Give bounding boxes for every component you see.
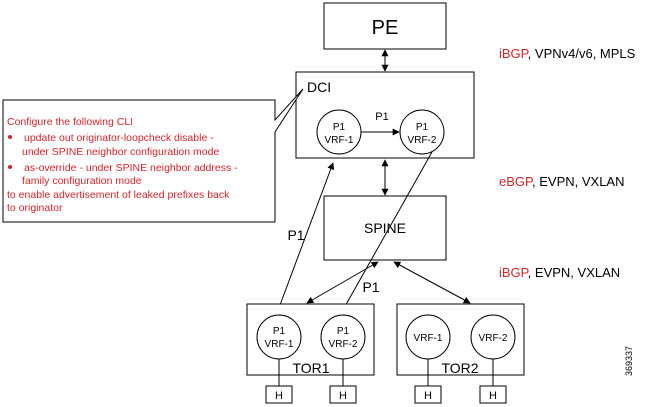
host4-box [479, 385, 507, 404]
dci-to-tor1-label: P1 [362, 279, 379, 295]
tor1-vrf1-circle [256, 314, 302, 360]
callout-bullet-2-line-1: as-override - under SPINE neighbor addre… [24, 162, 238, 174]
callout-title: Configure the following CLI [7, 116, 133, 128]
tor1-vrf2-prefix: P1 [337, 326, 350, 337]
dci-vrf2-name: VRF-2 [408, 135, 437, 146]
host3-label: H [424, 390, 432, 402]
spine-switch-box [323, 195, 447, 261]
bullet-dot-2 [8, 165, 12, 169]
spine-label: SPINE [364, 220, 406, 236]
spine-tor2-link [393, 261, 471, 304]
protocol-pe-dci: iBGP, VPNv4/v6, MPLS [499, 46, 636, 61]
host1-label: H [275, 390, 283, 402]
tor2-vrf1-name: VRF-1 [414, 333, 443, 344]
callout-bullet-2-line-2: family configuration mode [22, 175, 142, 187]
protocol-spine-tor: iBGP, EVPN, VXLAN [499, 265, 620, 280]
tor1-vrf2-circle [320, 314, 366, 360]
tor1-label: TOR1 [292, 360, 329, 376]
host4-label: H [489, 390, 497, 402]
dci-vrf1-prefix: P1 [333, 122, 346, 133]
protocol-dci-spine: eBGP, EVPN, VXLAN [499, 174, 625, 189]
host2-box [329, 385, 357, 404]
tor2-label: TOR2 [441, 360, 478, 376]
dci-vrf2-prefix: P1 [416, 122, 429, 133]
tor1-vrf1-name: VRF-1 [265, 339, 294, 350]
dci-to-tor1-route [338, 151, 433, 318]
pe-label: PE [372, 17, 399, 39]
tor2-vrf2-name: VRF-2 [479, 333, 508, 344]
host3-box [414, 385, 442, 404]
host2-label: H [339, 390, 347, 402]
cli-callout-box [2, 88, 304, 223]
dci-vrf1-name: VRF-1 [325, 135, 354, 146]
dci-leak-label: P1 [375, 111, 388, 123]
dci-label: DCI [307, 79, 331, 95]
tor1-to-dci-route [279, 162, 335, 306]
callout-footer-line-2: to originator [7, 202, 63, 214]
callout-footer-line-1: to enable advertisement of leaked prefix… [7, 189, 230, 201]
figure-id: 369337 [624, 346, 634, 376]
dci-vrf2-circle [399, 109, 445, 155]
host1-box [265, 385, 293, 404]
callout-bullet-1-line-1: update out originator-loopcheck disable … [24, 132, 214, 144]
pe-router-box [323, 2, 447, 50]
callout-bullet-1-line-2: under SPINE neighbor configuration mode [22, 146, 219, 158]
tor1-vrf1-prefix: P1 [273, 326, 286, 337]
bullet-dot-1 [8, 135, 12, 139]
tor1-to-dci-label: P1 [287, 227, 304, 243]
tor1-vrf2-name: VRF-2 [329, 339, 358, 350]
